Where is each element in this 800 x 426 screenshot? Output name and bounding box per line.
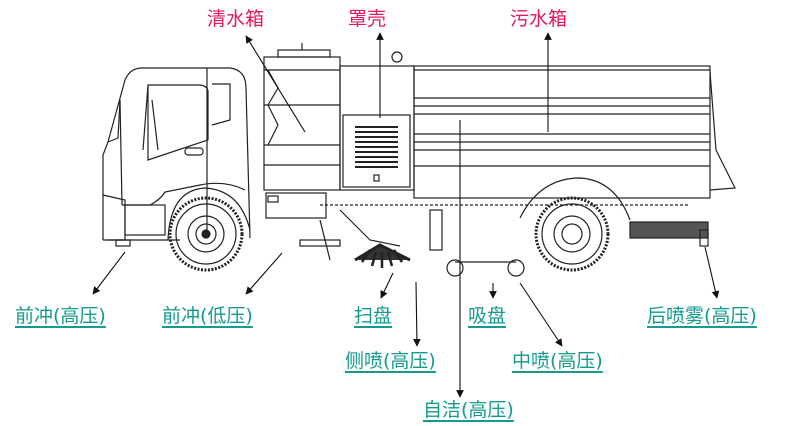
label-hood-cover: 罩壳 — [348, 8, 387, 30]
cab — [102, 67, 251, 247]
label-side-spray-high[interactable]: 侧喷(高压) — [345, 350, 436, 372]
label-sewage-tank: 污水箱 — [510, 8, 568, 30]
sewage-tank — [320, 65, 736, 221]
clean-water-tank — [263, 43, 341, 219]
leader-sweep-brush — [380, 272, 394, 299]
leader-side-spray — [413, 281, 421, 347]
grille — [355, 126, 398, 168]
leader-front-flush-high — [92, 251, 126, 295]
label-suction-disc[interactable]: 吸盘 — [468, 305, 507, 327]
rear-wheel — [534, 196, 610, 272]
leader-front-flush-low — [245, 252, 283, 295]
label-self-clean-high[interactable]: 自洁(高压) — [423, 399, 514, 421]
truck-body — [102, 43, 736, 277]
leader-rear-mist — [704, 246, 720, 299]
rear-spray-bar — [629, 221, 709, 247]
label-middle-spray-high[interactable]: 中喷(高压) — [512, 350, 603, 372]
front-wheel — [168, 196, 244, 272]
label-clean-water-tank: 清水箱 — [207, 8, 265, 30]
leader-clean-water-tank — [245, 35, 306, 133]
label-front-flush-high[interactable]: 前冲(高压) — [15, 305, 106, 327]
underbody-equipment — [299, 209, 525, 277]
sweep-brush-bristles — [360, 249, 404, 268]
leader-lines — [92, 32, 720, 398]
hood-cover — [339, 51, 415, 191]
label-sweep-brush[interactable]: 扫盘 — [354, 305, 393, 327]
label-rear-mist-high[interactable]: 后喷雾(高压) — [647, 305, 757, 327]
leader-middle-spray — [519, 282, 563, 347]
label-front-flush-low[interactable]: 前冲(低压) — [162, 305, 253, 327]
